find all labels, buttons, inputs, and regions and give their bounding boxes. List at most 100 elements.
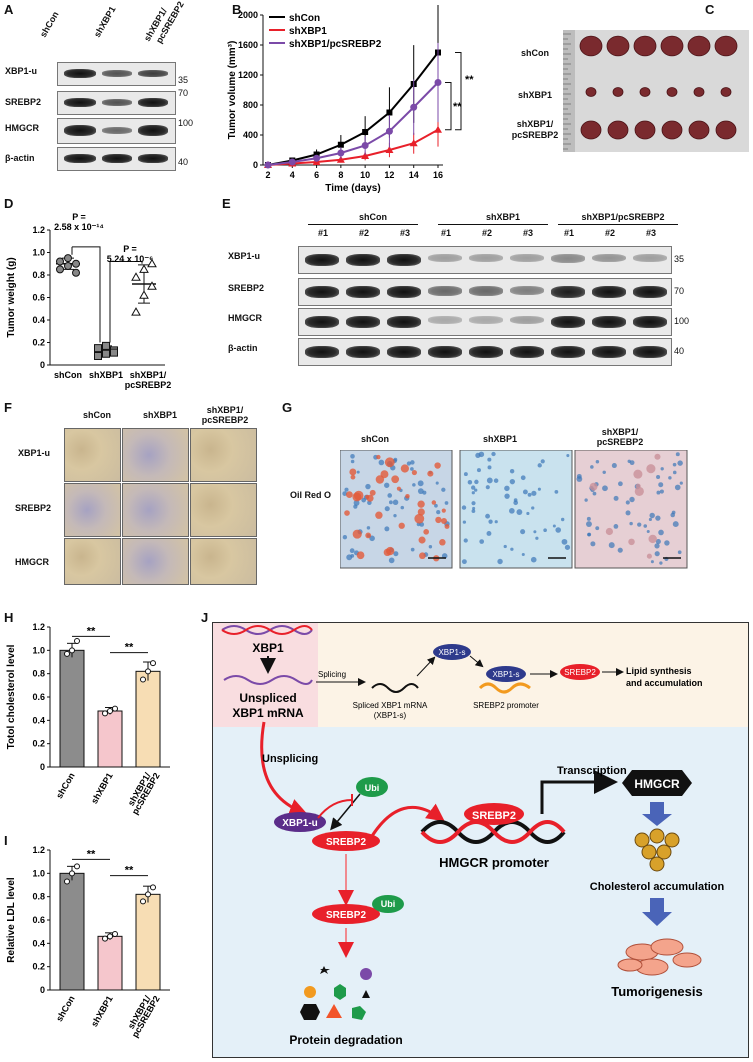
nucleus xyxy=(417,488,424,495)
nucleus xyxy=(520,475,526,481)
data-point xyxy=(288,158,296,166)
nucleus xyxy=(471,491,475,495)
nucleus xyxy=(625,500,630,505)
blot-xbp1u xyxy=(57,62,176,86)
nucleus xyxy=(471,509,476,514)
lipid-droplet xyxy=(383,548,392,557)
lipid-droplet xyxy=(427,470,434,477)
data-point xyxy=(140,898,146,905)
nucleus xyxy=(668,476,672,480)
group-line xyxy=(438,224,548,225)
lipid-droplet xyxy=(405,494,410,499)
row-label: XBP1-u xyxy=(228,251,261,261)
blot-strip xyxy=(298,278,672,306)
blot-band xyxy=(387,286,421,298)
data-point xyxy=(139,290,149,299)
nucleus xyxy=(629,521,633,526)
nucleus xyxy=(353,504,358,509)
tumor-row-label: shXBP1 xyxy=(517,90,552,100)
blot-band xyxy=(592,316,626,328)
tumor xyxy=(720,87,732,97)
hmgcr-label: HMGCR xyxy=(634,777,680,791)
lipid-droplet xyxy=(646,464,656,474)
marker: 40 xyxy=(674,346,685,356)
tumor xyxy=(715,120,737,140)
row-label: β-actin xyxy=(228,343,258,353)
data-point xyxy=(145,668,151,675)
blot-band xyxy=(469,316,503,324)
cholesterol-icon xyxy=(634,828,680,872)
y-axis-label: Tumor weight (g) xyxy=(6,257,17,337)
nucleus xyxy=(462,520,467,524)
bracket xyxy=(445,82,452,131)
x-tick-label: shCon xyxy=(54,370,82,380)
panel-label-f: F xyxy=(4,400,12,415)
data-point xyxy=(361,152,370,159)
bar xyxy=(97,935,123,991)
group-label: shXBP1 xyxy=(485,212,520,222)
data-point xyxy=(94,344,102,353)
oil-image xyxy=(574,450,688,569)
blot-band xyxy=(428,316,462,324)
xbp1-gene-label: XBP1 xyxy=(252,641,284,655)
blot-strip xyxy=(298,308,672,336)
marker: 35 xyxy=(674,254,685,264)
y-axis-label: Tumor volume (mm³) xyxy=(227,41,238,140)
x-tick-label: shXBP1/ xyxy=(130,370,167,380)
blot-band xyxy=(633,316,667,328)
ubi-attached-label: Ubi xyxy=(381,899,396,909)
nucleus xyxy=(613,495,619,501)
nucleus xyxy=(564,544,571,550)
nucleus xyxy=(527,492,532,497)
group-label: shCon xyxy=(359,212,387,222)
tumor xyxy=(688,120,710,140)
nucleus xyxy=(475,452,481,459)
ubi-protein xyxy=(356,777,388,797)
nucleus xyxy=(509,468,515,474)
nucleus xyxy=(656,490,661,495)
lipid-droplet xyxy=(365,494,370,500)
blot-band xyxy=(551,346,585,358)
splicing-label: Splicing xyxy=(318,670,346,679)
nucleus xyxy=(672,462,677,467)
lipid-droplet xyxy=(344,510,350,516)
tumor xyxy=(639,87,651,97)
nucleus xyxy=(463,538,468,543)
y-tick-label: 1.2 xyxy=(32,622,45,632)
lipid-droplet xyxy=(350,474,356,480)
nucleus xyxy=(533,530,537,534)
y-tick-label: 0.4 xyxy=(32,715,45,725)
nucleus xyxy=(428,545,433,549)
nucleus xyxy=(646,529,650,534)
nucleus xyxy=(654,543,660,549)
blot-band xyxy=(346,254,380,266)
lipid-droplet xyxy=(418,536,426,544)
data-point xyxy=(107,708,113,714)
nucleus xyxy=(650,560,654,564)
nucleus xyxy=(388,557,395,564)
nucleus xyxy=(350,554,355,558)
nucleus xyxy=(535,536,539,540)
blot-band xyxy=(346,316,380,328)
row-label: SREBP2 xyxy=(5,97,42,107)
blot-band xyxy=(305,346,339,358)
row-label: β-actin xyxy=(5,153,35,163)
lipid-droplet xyxy=(435,516,442,524)
ihc-image xyxy=(122,483,189,537)
lipid-droplet xyxy=(648,534,657,544)
tumor xyxy=(660,35,684,57)
lipid-droplet xyxy=(635,483,641,489)
blot-hmgcr xyxy=(57,118,176,144)
nucleus xyxy=(400,505,405,510)
x-tick-label: 16 xyxy=(433,170,443,180)
y-tick-label: 0.6 xyxy=(32,692,45,702)
nucleus xyxy=(384,482,390,488)
replicate-label: #1 xyxy=(317,228,328,238)
p-value: 2.58 x 10⁻¹⁴ xyxy=(54,222,104,232)
lipid-droplet xyxy=(398,522,405,529)
marker: 70 xyxy=(674,286,685,296)
nucleus xyxy=(497,558,503,565)
